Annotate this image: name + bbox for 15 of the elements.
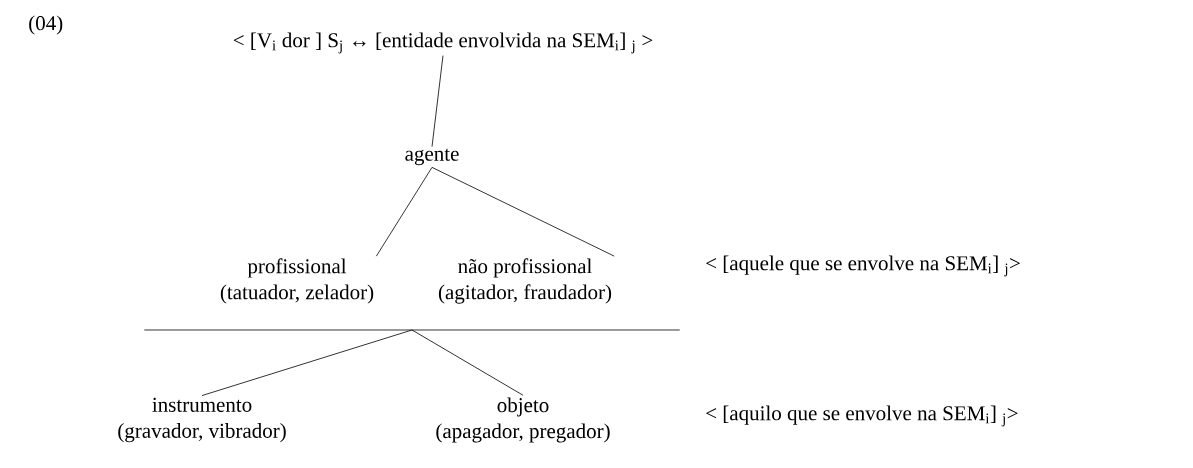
annotation-text: < [aquilo que se envolve na SEM$_{i}$] $_{j}$> — [706, 405, 1018, 427]
branch-line — [375, 166, 433, 257]
node-label: profissional (tatuador, zelador) — [220, 258, 374, 304]
branch-line — [431, 55, 444, 147]
branch-line — [201, 329, 413, 396]
node-label: agente — [405, 148, 459, 166]
node-label: < [V$_{i}$ dor ] S$_{j}$ ↔ [entidade envolvida na SEM$_{i}$] $_{j}$ > — [233, 32, 653, 54]
horizontal-rule — [143, 329, 681, 331]
node-label: não profissional (agitador, fraudador) — [438, 258, 612, 304]
annotation-text: < [aquele que se envolve na SEM$_{i}$] $_{j}$> — [706, 255, 1020, 277]
annotation-text: (04) — [29, 15, 63, 35]
branch-line — [431, 166, 615, 257]
branch-line — [411, 329, 524, 396]
node-label: instrumento (gravador, vibrador) — [118, 397, 286, 443]
node-label: objeto (apagador, pregador) — [436, 397, 610, 443]
